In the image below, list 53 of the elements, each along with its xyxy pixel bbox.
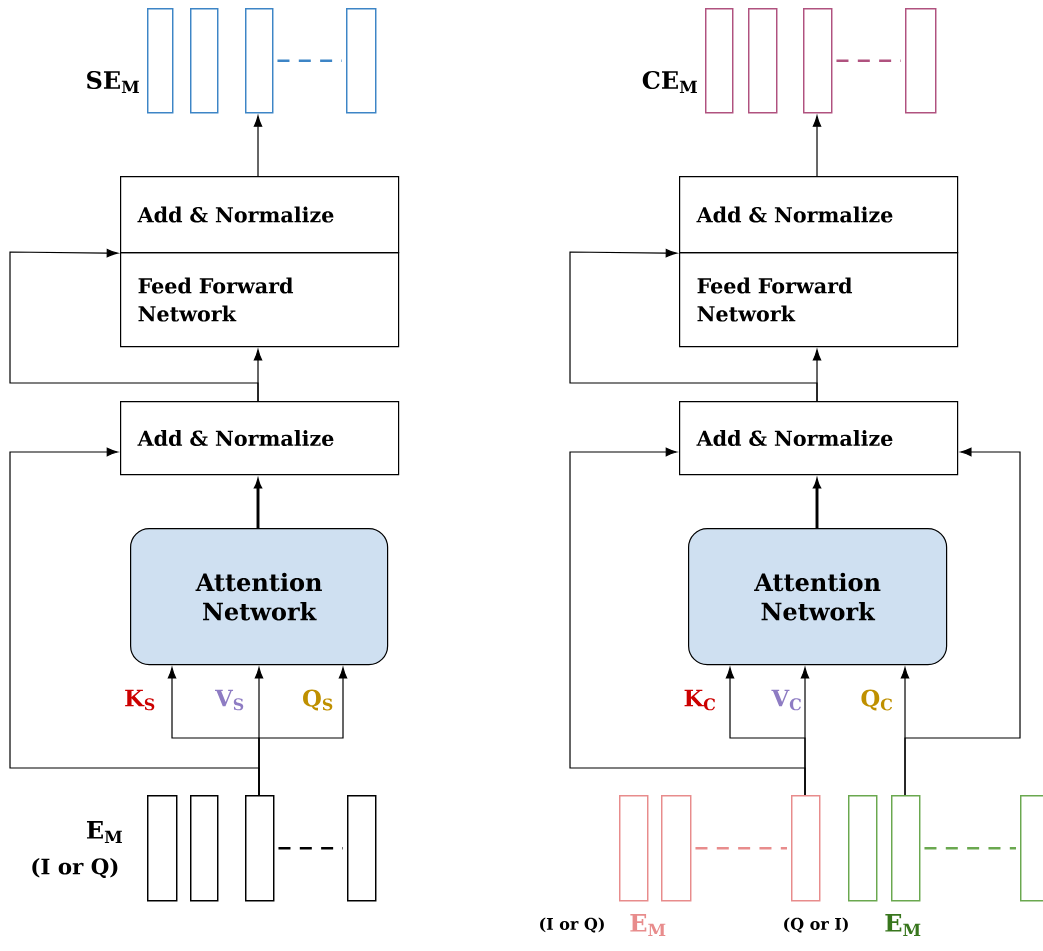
edge-label: Q$_{S}$ xyxy=(303,689,333,711)
vector-bar xyxy=(705,8,734,114)
vector-bar xyxy=(190,8,219,114)
arrow xyxy=(812,115,822,177)
edge-label: K$_{C}$ xyxy=(684,689,716,711)
vector-bar xyxy=(147,8,174,114)
dashed-line xyxy=(277,59,342,63)
text-label: E$_{M}$ xyxy=(885,914,921,936)
attention-box: Attention Network xyxy=(688,528,948,666)
vector-bar xyxy=(803,8,833,114)
text-label: (I or Q) xyxy=(32,858,118,879)
arrow xyxy=(9,447,260,796)
dashed-line xyxy=(695,846,787,850)
dashed-line xyxy=(924,846,1016,850)
edge-label: V$_{S}$ xyxy=(215,689,244,711)
text-label: CE$_{M}$ xyxy=(642,70,697,94)
arrow xyxy=(904,447,1021,796)
vector-bar xyxy=(661,795,692,902)
text-label: (I or Q) xyxy=(540,917,604,933)
layer-box: Add & Normalize xyxy=(679,176,959,254)
vector-bar xyxy=(748,8,778,114)
edge-label: K$_{S}$ xyxy=(125,689,155,711)
vector-bar xyxy=(891,795,921,902)
layer-box: Add & Normalize xyxy=(120,401,400,476)
arrow xyxy=(254,479,262,528)
layer-box: Feed Forward Network xyxy=(120,252,400,348)
text-label: E$_{M}$ xyxy=(630,914,666,936)
arrow xyxy=(569,248,818,402)
arrow xyxy=(253,115,263,177)
vector-bar xyxy=(347,795,377,902)
layer-box: Add & Normalize xyxy=(120,176,400,254)
arrow xyxy=(9,248,259,402)
text-label: (Q or I) xyxy=(784,917,848,933)
vector-bar xyxy=(848,795,878,902)
vector-bar xyxy=(245,795,275,902)
vector-bar xyxy=(190,795,219,902)
text-label: SE$_{M}$ xyxy=(87,70,139,94)
vector-bar xyxy=(147,795,178,902)
edge-label: Q$_{C}$ xyxy=(861,689,893,711)
dashed-line xyxy=(836,59,901,63)
edge-label: V$_{C}$ xyxy=(771,689,801,711)
text-label: E$_{M}$ xyxy=(87,821,122,843)
vector-bar xyxy=(1020,795,1043,902)
vector-bar xyxy=(619,795,649,902)
dashed-line xyxy=(278,846,343,850)
attention-box: Attention Network xyxy=(130,528,389,666)
vector-bar xyxy=(245,8,274,114)
vector-bar xyxy=(346,8,377,114)
arrow xyxy=(569,447,806,796)
layer-box: Add & Normalize xyxy=(679,401,959,476)
layer-box: Feed Forward Network xyxy=(679,252,959,348)
vector-bar xyxy=(905,8,937,114)
vector-bar xyxy=(791,795,821,902)
